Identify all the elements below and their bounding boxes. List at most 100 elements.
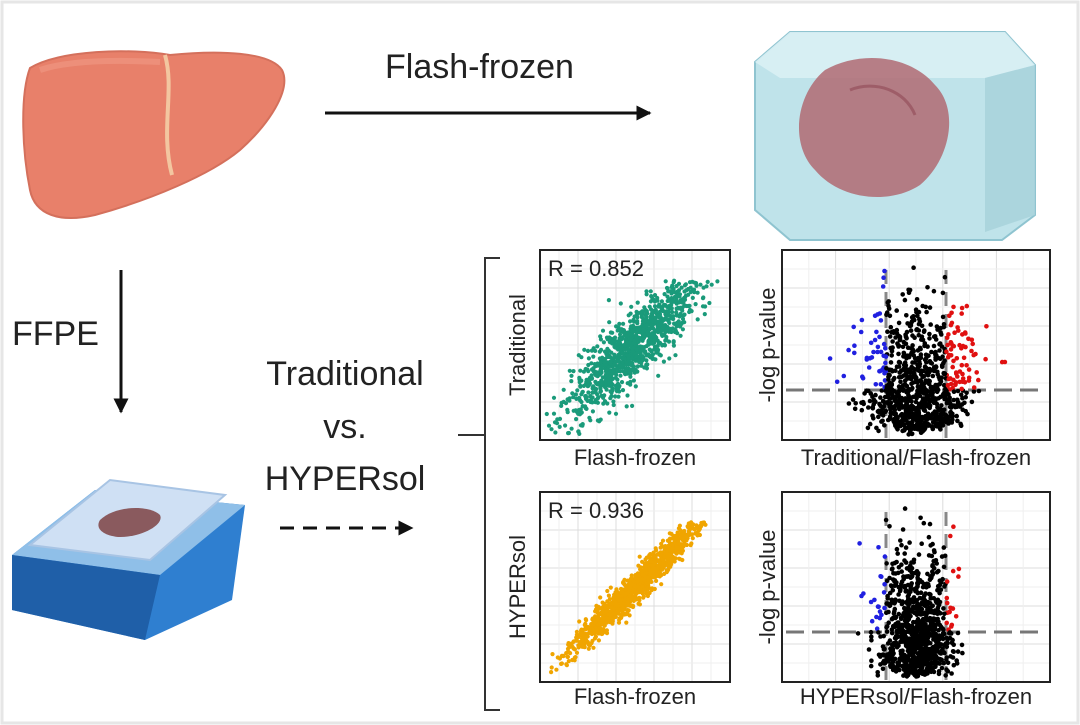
volcano-point bbox=[944, 657, 949, 662]
volcano-point bbox=[902, 363, 907, 368]
volcano-point bbox=[918, 652, 923, 657]
volcano-point bbox=[882, 342, 887, 347]
volcano-point bbox=[928, 616, 933, 621]
volcano-point bbox=[924, 310, 929, 315]
volcano-point bbox=[879, 419, 884, 424]
volcano-point bbox=[928, 574, 933, 579]
scatter-point bbox=[629, 333, 633, 337]
scatter-point bbox=[550, 665, 554, 669]
volcano-point bbox=[914, 423, 919, 428]
scatter-point bbox=[605, 347, 609, 351]
scatter-point bbox=[591, 366, 595, 370]
volcano-point bbox=[900, 599, 905, 604]
scatter-point bbox=[678, 306, 682, 310]
volcano-point bbox=[909, 382, 914, 387]
scatter-point bbox=[625, 393, 629, 397]
volcano-point bbox=[901, 628, 906, 633]
volcano-point bbox=[933, 383, 938, 388]
scatter-point bbox=[662, 558, 666, 562]
scatter-point bbox=[707, 301, 711, 305]
volcano-point bbox=[916, 674, 921, 679]
scatter-point bbox=[586, 390, 590, 394]
scatter-point bbox=[653, 339, 657, 343]
volcano-point bbox=[886, 377, 891, 382]
volcano-point bbox=[932, 344, 937, 349]
volcano-point bbox=[896, 352, 901, 357]
scatter-point bbox=[620, 380, 624, 384]
scatter-point bbox=[572, 640, 576, 644]
volcano-point bbox=[902, 659, 907, 664]
scatter-point bbox=[665, 286, 669, 290]
scatter-point bbox=[631, 604, 635, 608]
volcano-point bbox=[959, 424, 964, 429]
volcano-point bbox=[902, 352, 907, 357]
scatter-point bbox=[667, 297, 671, 301]
scatter-point bbox=[558, 425, 562, 429]
volcano-point bbox=[930, 542, 935, 547]
scatter-point bbox=[614, 412, 618, 416]
volcano-point bbox=[932, 289, 937, 294]
scatter-point bbox=[622, 582, 626, 586]
volcano-point bbox=[970, 342, 975, 347]
volcano-point bbox=[954, 658, 959, 663]
scatter-point bbox=[657, 551, 661, 555]
volcano-point bbox=[914, 380, 919, 385]
volcano-point bbox=[851, 325, 856, 330]
scatter-point bbox=[676, 546, 680, 550]
scatter-point bbox=[643, 557, 647, 561]
volcano-point bbox=[908, 599, 913, 604]
scatter-point bbox=[706, 280, 710, 284]
volcano-point bbox=[972, 385, 977, 390]
volcano-point bbox=[852, 351, 857, 356]
scatter-point bbox=[608, 361, 612, 365]
scatter-point bbox=[649, 294, 653, 298]
volcano-point bbox=[899, 585, 904, 590]
volcano-point bbox=[956, 631, 961, 636]
volcano-point bbox=[901, 383, 906, 388]
volcano-point bbox=[869, 341, 874, 346]
volcano-point bbox=[904, 545, 909, 550]
volcano-point bbox=[901, 574, 906, 579]
volcano-point bbox=[895, 365, 900, 370]
volcano-point bbox=[951, 378, 956, 383]
volcano-point bbox=[897, 321, 902, 326]
volcano-point bbox=[878, 369, 883, 374]
volcano-point bbox=[931, 374, 936, 379]
volcano-point bbox=[931, 427, 936, 432]
volcano-point bbox=[940, 666, 945, 671]
volcano-point bbox=[901, 527, 906, 532]
volcano-point bbox=[942, 651, 947, 656]
scatter-point bbox=[704, 284, 708, 288]
volcano-point bbox=[954, 614, 959, 619]
scatter-point bbox=[653, 304, 657, 308]
scatter-point bbox=[603, 399, 607, 403]
volcano-point bbox=[922, 425, 927, 430]
scatter-point bbox=[694, 523, 698, 527]
scatter-point bbox=[694, 302, 698, 306]
scatter-point bbox=[655, 299, 659, 303]
volcano-point bbox=[883, 361, 888, 366]
scatter-point bbox=[662, 360, 666, 364]
ffpe-slide-icon bbox=[12, 480, 245, 640]
scatter-point bbox=[629, 363, 633, 367]
scatter-point bbox=[682, 543, 686, 547]
scatter-point bbox=[565, 663, 569, 667]
scatter-point bbox=[608, 355, 612, 359]
scatter-point bbox=[669, 562, 673, 566]
volcano-point bbox=[893, 657, 898, 662]
volcano-point bbox=[898, 335, 903, 340]
volcano-point bbox=[903, 298, 908, 303]
volcano-point bbox=[935, 389, 940, 394]
scatter-hypersol-ylabel: HYPERsol bbox=[505, 497, 535, 677]
scatter-point bbox=[629, 596, 633, 600]
volcano-point bbox=[927, 336, 932, 341]
volcano-point bbox=[891, 647, 896, 652]
volcano-point bbox=[905, 589, 910, 594]
scatter-point bbox=[621, 388, 625, 392]
volcano-point bbox=[876, 345, 881, 350]
volcano-point bbox=[859, 330, 864, 335]
volcano-point bbox=[881, 634, 886, 639]
volcano-point bbox=[842, 374, 847, 379]
scatter-point bbox=[621, 322, 625, 326]
